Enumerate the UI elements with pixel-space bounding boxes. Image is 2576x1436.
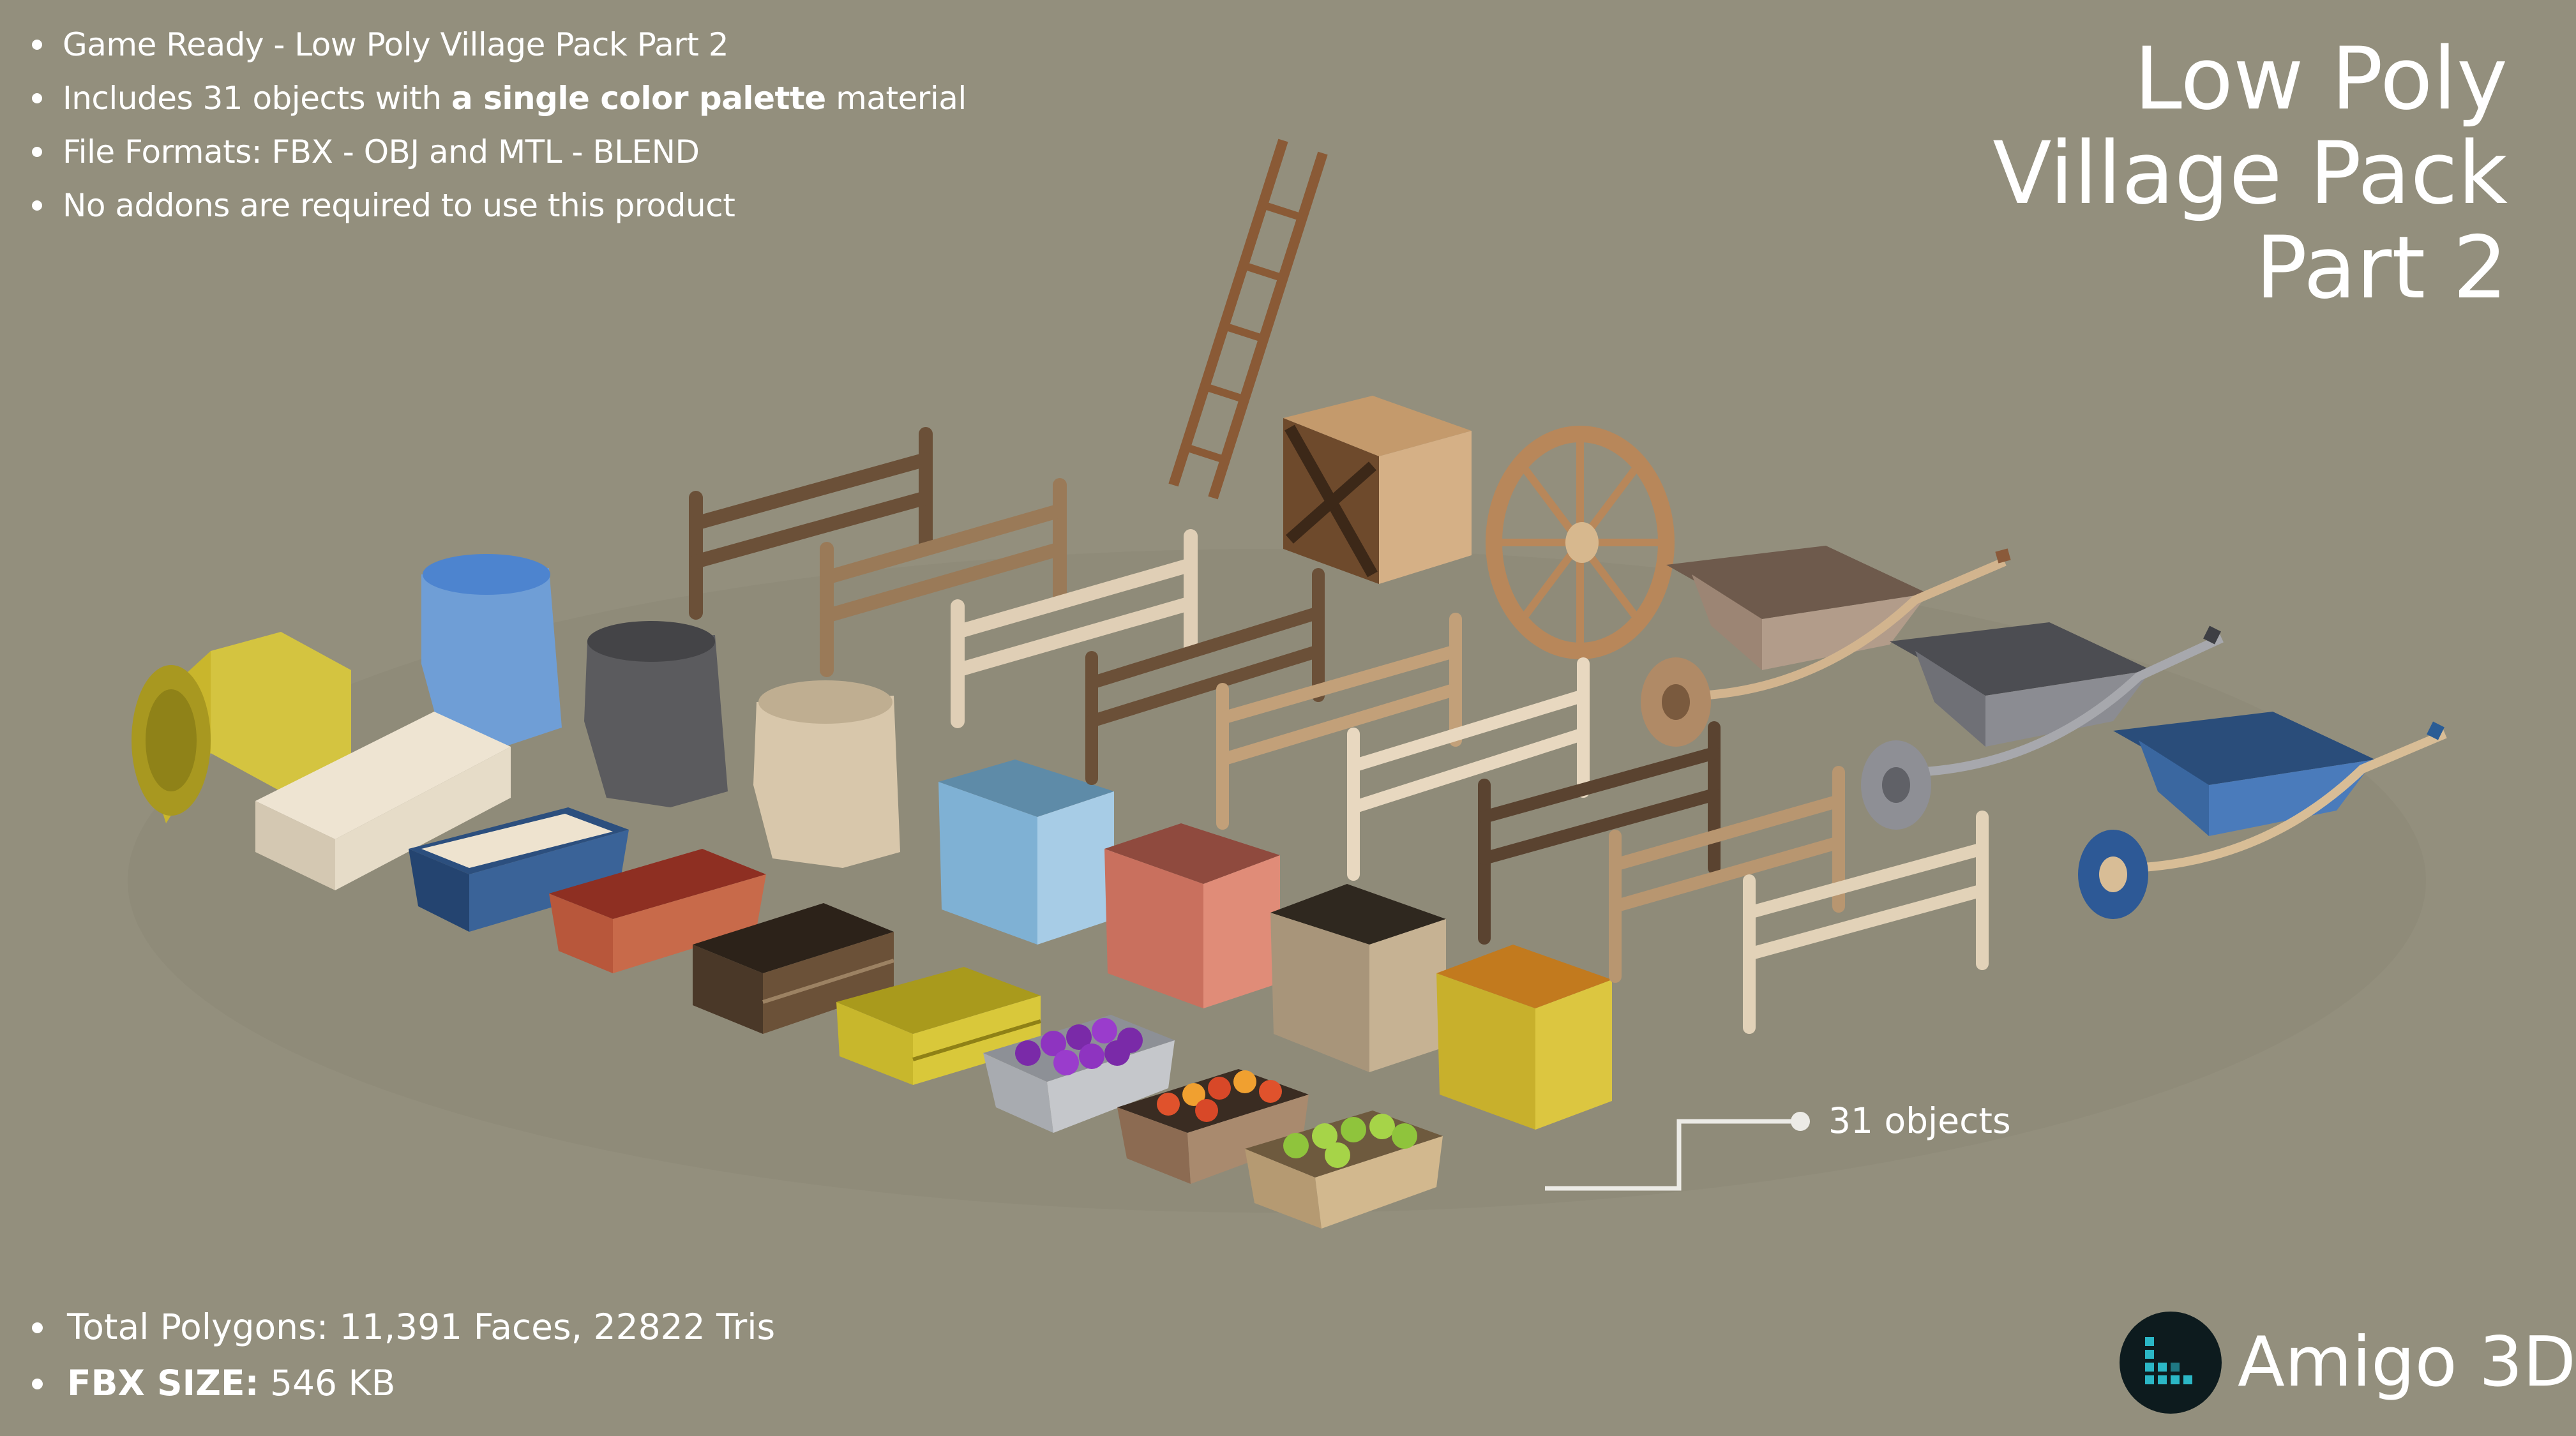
blue-sack-object	[421, 554, 562, 747]
title-line-3: Part 2	[2255, 218, 2508, 318]
red-planter-object	[549, 849, 766, 973]
blue-trough-object	[409, 807, 629, 932]
hay-bale-object	[132, 632, 351, 823]
brown-wheelbarrow-object	[1641, 546, 2011, 747]
brand-mark: Amigo 3D	[2120, 1312, 2576, 1414]
feature-file-formats: File Formats: FBX - OBJ and MTL - BLEND	[26, 125, 967, 179]
yellow-crate-object	[836, 967, 1041, 1085]
objects-callout-line	[1545, 1112, 1810, 1191]
blue-wheelbarrow-object	[2078, 712, 2447, 919]
title-line-2: Village Pack	[1992, 123, 2508, 223]
feature-no-addons: No addons are required to use this produ…	[26, 179, 967, 232]
stat-fbx-size: FBX SIZE: 546 KB	[26, 1355, 775, 1411]
ladder-object	[1168, 138, 1328, 500]
grey-wheelbarrow-object	[1861, 622, 2224, 830]
feature-palette-highlight: a single color palette	[451, 80, 826, 117]
objects-callout-label: 31 objects	[1828, 1100, 2011, 1141]
fences-object	[689, 427, 1989, 1034]
yellow-slatted-crate-object	[1436, 945, 1612, 1130]
stats-list: Total Polygons: 11,391 Faces, 22822 Tris…	[26, 1299, 775, 1411]
grape-trough-object	[983, 1015, 1175, 1133]
title-line-1: Low Poly	[2134, 29, 2508, 129]
stat-total-polygons: Total Polygons: 11,391 Faces, 22822 Tris	[26, 1299, 775, 1355]
feature-list: Game Ready - Low Poly Village Pack Part …	[26, 18, 967, 232]
feature-objects-count: Includes 31 objects with a single color …	[26, 71, 967, 125]
amigo-3d-logo-icon	[2120, 1312, 2222, 1414]
tan-slatted-crate-object	[1270, 884, 1446, 1072]
feature-game-ready: Game Ready - Low Poly Village Pack Part …	[26, 18, 967, 71]
beige-sack-object	[753, 680, 900, 868]
grey-sack-object	[584, 621, 728, 807]
brand-name: Amigo 3D	[2238, 1322, 2576, 1402]
dark-crate-object	[693, 903, 894, 1034]
salmon-slatted-crate-object	[1104, 823, 1280, 1008]
wagon-wheel-object	[1486, 426, 1675, 659]
tomato-trough-object	[1117, 1069, 1309, 1184]
plank-box-object	[255, 712, 511, 890]
wooden-crate-object	[1283, 396, 1472, 584]
blue-slatted-crate-object	[938, 759, 1114, 945]
apple-trough-object	[1245, 1111, 1443, 1229]
product-title: Low Poly Village Pack Part 2	[1992, 32, 2508, 315]
